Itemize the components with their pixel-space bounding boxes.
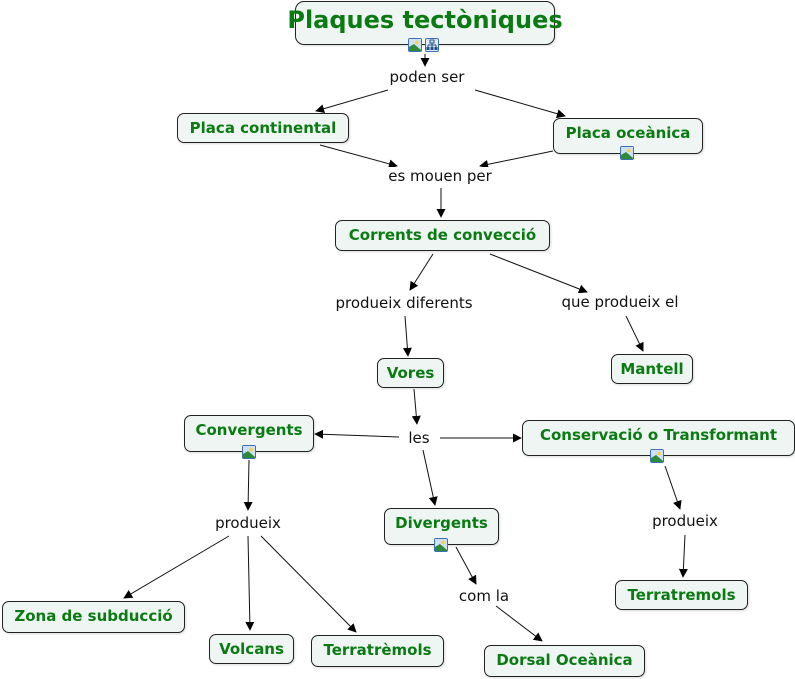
edge-produeix2-terratremols xyxy=(678,534,688,578)
concept-label: Plaques tectòniques xyxy=(287,6,563,34)
edge-poden-ser-oceanica xyxy=(474,89,566,119)
concept-label: Placa oceànica xyxy=(565,124,691,142)
edge-poden-ser-continental xyxy=(315,89,389,114)
link-que-produeix-el[interactable]: que produeix el xyxy=(559,293,681,311)
concept-label: Placa continental xyxy=(189,119,337,137)
image-resource-icon[interactable] xyxy=(242,445,256,459)
link-produeix-diferents[interactable]: produeix diferents xyxy=(333,294,475,312)
edge-corrents-que-produeix xyxy=(489,253,588,294)
edge-divergents-com-la xyxy=(455,546,477,585)
concept-label: Volcans xyxy=(219,640,284,658)
concept-conservacio-o-transformant[interactable]: Conservació o Transformant xyxy=(522,420,795,456)
concept-label: Terratrèmols xyxy=(323,641,432,659)
concept-plaques-tectoniques[interactable]: Plaques tectòniques xyxy=(287,1,563,45)
edge-que-produeix-mantell xyxy=(625,315,644,352)
edge-conservacio-produeix xyxy=(664,465,682,510)
concept-label: Mantell xyxy=(620,360,684,378)
concept-terratremols-convergents[interactable]: Terratrèmols xyxy=(311,635,444,667)
concept-corrents-de-conveccio[interactable]: Corrents de convecció xyxy=(335,220,550,251)
concept-map-resource-icon[interactable] xyxy=(425,38,439,52)
link-produeix-transformant[interactable]: produeix xyxy=(650,512,720,530)
image-resource-icon[interactable] xyxy=(408,38,422,52)
concept-label: Divergents xyxy=(395,514,488,532)
concept-mantell[interactable]: Mantell xyxy=(611,354,693,384)
concept-label: Dorsal Oceànica xyxy=(496,651,633,669)
concept-label: Vores xyxy=(386,364,435,382)
link-es-mouen-per[interactable]: es mouen per xyxy=(386,167,494,185)
link-poden-ser[interactable]: poden ser xyxy=(387,68,467,86)
edge-produeix-zona xyxy=(123,535,230,599)
edge-vores-les xyxy=(411,388,421,425)
concept-label: Convergents xyxy=(195,421,303,439)
edge-corrents-produeix-diferents xyxy=(409,253,434,291)
edge-com-la-dorsal xyxy=(495,605,543,642)
edge-les-divergents xyxy=(422,449,438,506)
link-com-la[interactable]: com la xyxy=(456,587,512,605)
concept-volcans[interactable]: Volcans xyxy=(209,634,294,664)
concept-label: Corrents de convecció xyxy=(348,226,537,244)
edge-produeix-volcans xyxy=(245,535,255,631)
link-les[interactable]: les xyxy=(406,429,432,447)
image-resource-icon[interactable] xyxy=(434,538,448,552)
edge-continental-es-mouen xyxy=(319,144,398,169)
concept-label: Conservació o Transformant xyxy=(539,426,778,444)
edge-produeix-diferents-vores xyxy=(402,315,412,357)
concept-label: Terratremols xyxy=(627,586,736,604)
concept-vores[interactable]: Vores xyxy=(377,358,444,388)
edge-oceanica-es-mouen xyxy=(479,150,554,169)
concept-placa-continental[interactable]: Placa continental xyxy=(177,113,349,143)
image-resource-icon[interactable] xyxy=(650,449,664,463)
concept-zona-de-subduccio[interactable]: Zona de subducció xyxy=(2,601,185,633)
edge-les-convergents xyxy=(314,429,400,439)
link-produeix-convergents[interactable]: produeix xyxy=(213,514,283,532)
concept-label: Zona de subducció xyxy=(14,607,173,625)
concept-terratremols-transformant[interactable]: Terratremols xyxy=(615,580,748,610)
concept-dorsal-oceanica[interactable]: Dorsal Oceànica xyxy=(484,645,645,677)
edge-produeix-terratremols xyxy=(260,535,357,633)
image-resource-icon[interactable] xyxy=(620,146,634,160)
edge-convergents-produeix xyxy=(243,459,253,511)
